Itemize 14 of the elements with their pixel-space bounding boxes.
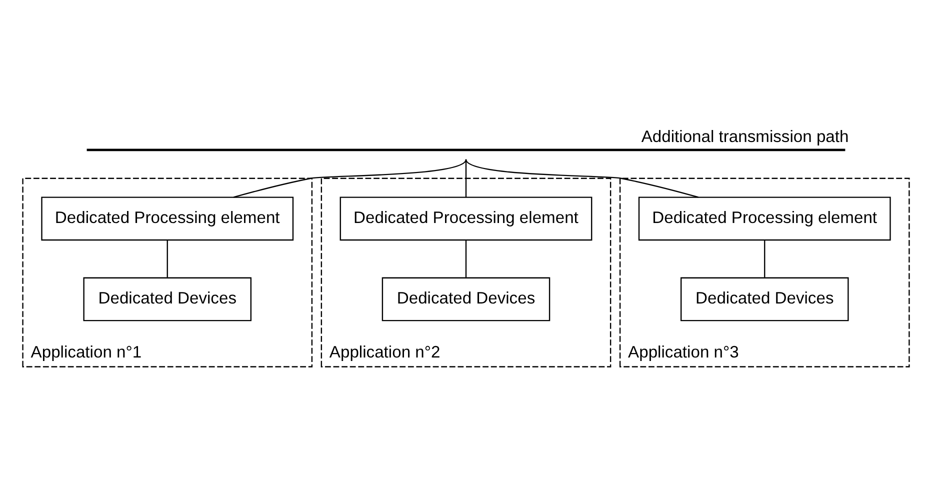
node-label: Additional transmission path — [641, 126, 849, 146]
connector — [764, 240, 766, 277]
connector — [466, 158, 698, 198]
node-box — [86, 148, 846, 151]
node-box: Dedicated Processing element — [340, 196, 592, 240]
connector — [465, 240, 467, 277]
node-box: Dedicated Devices — [680, 276, 849, 321]
node-box: Dedicated Devices — [83, 276, 252, 321]
node-box: Dedicated Devices — [382, 276, 550, 321]
connector — [166, 240, 168, 277]
node-box: Dedicated Processing element — [41, 196, 294, 240]
connector — [465, 158, 467, 197]
connector — [234, 158, 466, 198]
node-box: Dedicated Processing element — [638, 196, 891, 240]
